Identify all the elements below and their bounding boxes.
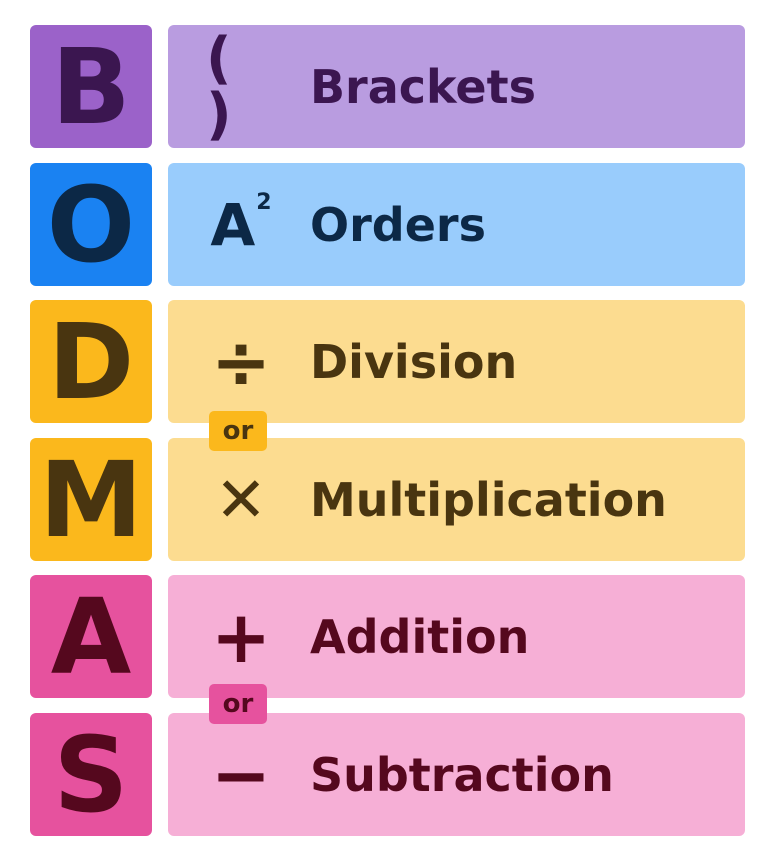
minus-icon: − [210, 732, 272, 817]
label-addition: Addition [310, 609, 530, 664]
or-badge-division-multiplication: or [209, 411, 267, 451]
row-multiplication: M ✕ Multiplication [30, 438, 745, 561]
label-orders: Orders [310, 197, 486, 252]
label-brackets: Brackets [310, 59, 536, 114]
letter-box-d: D [30, 300, 152, 423]
letter-s: S [53, 713, 129, 836]
letter-d: D [47, 300, 135, 423]
label-multiplication: Multiplication [310, 472, 667, 527]
plus-icon: + [210, 594, 272, 679]
band-subtraction: − Subtraction [168, 713, 745, 836]
row-addition: A + Addition [30, 575, 745, 698]
power-base: A [210, 190, 256, 259]
row-brackets: B ( ) Brackets [30, 25, 745, 148]
power-exponent: 2 [256, 189, 272, 215]
letter-box-m: M [30, 438, 152, 561]
letter-box-a: A [30, 575, 152, 698]
divide-icon: ÷ [210, 319, 272, 404]
brackets-icon: ( ) [206, 25, 236, 147]
band-division: ÷ Division [168, 300, 745, 423]
letter-a: A [50, 575, 132, 698]
row-subtraction: S − Subtraction [30, 713, 745, 836]
multiply-icon: ✕ [215, 462, 267, 536]
label-division: Division [310, 334, 518, 389]
letter-o: O [46, 163, 136, 286]
letter-box-o: O [30, 163, 152, 286]
letter-box-s: S [30, 713, 152, 836]
band-addition: + Addition [168, 575, 745, 698]
row-division: D ÷ Division [30, 300, 745, 423]
letter-box-b: B [30, 25, 152, 148]
band-multiplication: ✕ Multiplication [168, 438, 745, 561]
label-subtraction: Subtraction [310, 747, 614, 802]
band-brackets: ( ) Brackets [168, 25, 745, 148]
or-badge-addition-subtraction: or [209, 684, 267, 724]
letter-m: M [39, 438, 143, 561]
letter-b: B [51, 25, 131, 148]
